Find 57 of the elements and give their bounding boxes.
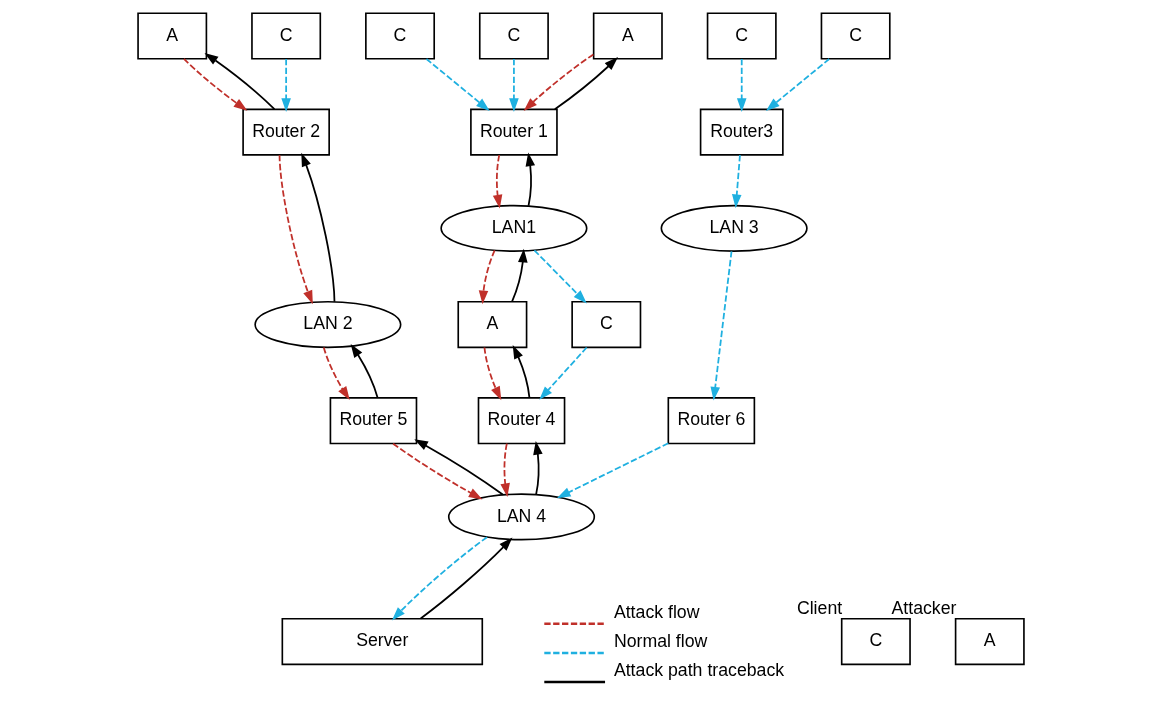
arrow (492, 154, 502, 209)
node-box: Router3 (699, 108, 784, 156)
arrow (182, 58, 247, 111)
node-ellipse: LAN 3 (660, 204, 808, 252)
node-box: C (478, 12, 549, 60)
node-box: C (364, 12, 435, 60)
arrow (731, 154, 742, 209)
node-box: C (840, 617, 911, 666)
arrow (510, 248, 528, 303)
arrow (512, 345, 530, 399)
arrow (525, 152, 535, 207)
node-box: Router 6 (667, 397, 755, 445)
legend-label: Attack flow (613, 601, 700, 622)
node-box: Router 2 (241, 108, 330, 156)
arrow (508, 58, 519, 112)
legend-label: Normal flow (613, 630, 707, 651)
arrow (553, 57, 618, 111)
arrow (556, 442, 669, 499)
node-box: Router 4 (477, 397, 565, 445)
arrow (425, 58, 490, 111)
arrow (391, 536, 488, 621)
node-box: Server (281, 617, 483, 666)
node-label: Attacker (890, 597, 956, 618)
node-ellipse: LAN 2 (253, 300, 401, 349)
arrow (278, 154, 313, 305)
node-box: C (820, 12, 891, 60)
legend-label: Attack path traceback (613, 659, 784, 680)
node-box: Router 1 (469, 108, 558, 156)
node-box: C (570, 300, 641, 349)
node-box: C (250, 12, 321, 60)
arrow (483, 346, 501, 401)
node-ellipse: LAN1 (439, 204, 587, 252)
arrow (478, 249, 496, 305)
arrow (350, 343, 378, 399)
node-box: A (136, 12, 207, 60)
arrow (204, 52, 275, 111)
arrow (533, 249, 587, 304)
arrow (413, 439, 504, 496)
arrow (391, 442, 482, 500)
node-box: C (706, 12, 777, 60)
node-box: A (456, 300, 527, 349)
arrow (280, 58, 291, 112)
arrow (322, 346, 350, 401)
arrow (499, 442, 510, 497)
node-box: Router 5 (329, 397, 417, 445)
arrow (523, 53, 594, 112)
arrow (538, 346, 588, 400)
node-box: A (592, 12, 663, 60)
node-label: Client (796, 597, 842, 618)
arrow (300, 152, 335, 303)
arrow (710, 250, 732, 401)
arrow (419, 537, 512, 620)
arrow (736, 58, 746, 112)
node-box: A (954, 617, 1025, 666)
arrow (532, 441, 543, 496)
node-ellipse: LAN 4 (447, 493, 595, 541)
arrow (765, 58, 830, 111)
